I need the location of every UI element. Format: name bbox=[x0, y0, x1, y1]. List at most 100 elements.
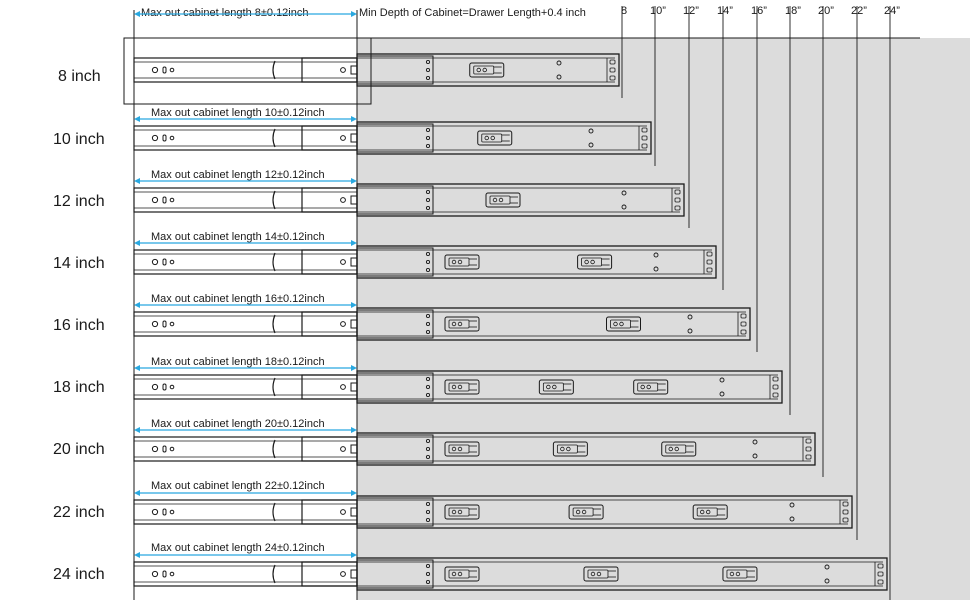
rear-slot bbox=[674, 189, 681, 195]
rail-bend bbox=[272, 190, 276, 210]
depth-marker-labels: 8 10” 12” 14” 16” 18” 20” 22” 24” bbox=[621, 5, 900, 17]
slide-clip-slot bbox=[610, 319, 631, 329]
rear-slot bbox=[805, 438, 812, 444]
max-out-header-label: Max out cabinet length 8±0.12inch bbox=[141, 7, 308, 19]
slide-clip-hole bbox=[476, 67, 481, 73]
rail-hole bbox=[169, 384, 175, 390]
rail-hole bbox=[169, 259, 175, 265]
slide-clip-slot bbox=[448, 382, 470, 392]
front-bracket bbox=[356, 372, 434, 402]
rail-hole bbox=[169, 446, 175, 452]
bracket-hole bbox=[425, 251, 431, 257]
rear-slot bbox=[641, 127, 648, 133]
bracket-hole bbox=[425, 438, 431, 444]
max-out-label-22: Max out cabinet length 22±0.12inch bbox=[151, 480, 325, 492]
drawer-slide-10 bbox=[133, 121, 652, 155]
depth-marker-22: 22” bbox=[851, 5, 867, 17]
rail-hole bbox=[340, 135, 346, 141]
rail-hole bbox=[151, 196, 159, 204]
rail-bend bbox=[272, 377, 276, 397]
rear-slot bbox=[641, 143, 648, 149]
rear-slot bbox=[706, 251, 713, 257]
rail-hole bbox=[169, 509, 175, 515]
slide-clip-slot bbox=[587, 569, 609, 579]
rail-bend bbox=[272, 502, 276, 522]
mount-hole bbox=[653, 252, 659, 258]
bracket-hole bbox=[425, 143, 431, 149]
bracket-hole bbox=[425, 329, 431, 335]
slide-clip bbox=[661, 441, 697, 457]
slide-clip bbox=[444, 379, 480, 395]
slide-clip bbox=[583, 566, 619, 582]
bracket-hole bbox=[425, 127, 431, 133]
slide-clip-hole bbox=[668, 446, 673, 452]
slide-clip-hole bbox=[457, 446, 463, 452]
drawer-slide-12 bbox=[133, 183, 685, 217]
slide-clip bbox=[722, 566, 758, 582]
arrow-head-left bbox=[134, 427, 140, 433]
rail-hole bbox=[169, 321, 175, 327]
slide-clip-hole bbox=[552, 384, 557, 390]
row-label-8: 8 inch bbox=[58, 68, 101, 85]
arrow-head-left bbox=[134, 116, 140, 122]
slide-clip bbox=[692, 504, 728, 520]
depth-marker-24: 24” bbox=[884, 5, 900, 17]
bracket-hole bbox=[425, 189, 431, 195]
rear-slot bbox=[609, 67, 616, 73]
slide-clip-slot bbox=[448, 319, 470, 329]
front-bracket bbox=[356, 559, 434, 589]
bracket-hole bbox=[425, 321, 431, 327]
arrow-head-left bbox=[134, 552, 140, 558]
slide-clip-hole bbox=[498, 197, 504, 203]
max-out-arrow-14 bbox=[134, 240, 357, 246]
drawer-slide-22 bbox=[133, 495, 853, 529]
slide-clip-hole bbox=[490, 135, 495, 141]
mount-hole bbox=[789, 502, 795, 508]
outer-rail bbox=[133, 249, 358, 275]
max-out-label-16: Max out cabinet length 16±0.12inch bbox=[151, 293, 325, 305]
rail-slot bbox=[162, 134, 167, 142]
slide-clip-hole bbox=[735, 571, 741, 577]
slide-clip-hole bbox=[484, 135, 489, 141]
arrow-head-left bbox=[134, 302, 140, 308]
slide-clip-slot bbox=[665, 444, 687, 454]
rail-hole bbox=[340, 571, 346, 577]
slide-clip-slot bbox=[556, 444, 578, 454]
bracket-hole bbox=[425, 197, 431, 203]
slide-clip-hole bbox=[646, 384, 651, 390]
bracket-hole bbox=[425, 509, 431, 515]
outer-rail bbox=[133, 561, 358, 587]
front-bracket bbox=[356, 247, 434, 277]
slide-clip-hole bbox=[729, 571, 735, 577]
slide-clip-slot bbox=[572, 507, 594, 517]
slide-clip-hole bbox=[590, 259, 595, 265]
mount-hole bbox=[687, 314, 693, 320]
rear-slot bbox=[805, 446, 812, 452]
max-out-arrow-12 bbox=[134, 178, 357, 184]
slide-clip bbox=[633, 379, 669, 395]
rear-slot bbox=[740, 313, 747, 319]
rail-slot bbox=[162, 196, 167, 204]
depth-marker-10: 10” bbox=[650, 5, 666, 17]
bracket-hole bbox=[425, 259, 431, 265]
depth-marker-8: 8 bbox=[621, 5, 627, 17]
rail-hole bbox=[151, 508, 159, 516]
max-out-label-14: Max out cabinet length 14±0.12inch bbox=[151, 231, 325, 243]
arrow-head-left bbox=[134, 11, 140, 17]
rail-slot bbox=[162, 320, 167, 328]
front-bracket bbox=[356, 55, 434, 85]
mount-hole bbox=[653, 266, 659, 272]
outer-rail bbox=[133, 311, 358, 337]
max-out-arrow-18 bbox=[134, 365, 357, 371]
arrow-head-left bbox=[134, 240, 140, 246]
outer-rail bbox=[133, 125, 358, 151]
slide-clip-slot bbox=[726, 569, 748, 579]
rail-bend bbox=[272, 564, 276, 584]
drawer-slide-18 bbox=[133, 370, 783, 404]
rear-slot bbox=[609, 75, 616, 81]
depth-marker-20: 20” bbox=[818, 5, 834, 17]
mount-hole bbox=[556, 74, 562, 80]
slide-clip-slot bbox=[581, 257, 602, 267]
arrow-head-left bbox=[134, 365, 140, 371]
row-label-22: 22 inch bbox=[53, 504, 105, 521]
